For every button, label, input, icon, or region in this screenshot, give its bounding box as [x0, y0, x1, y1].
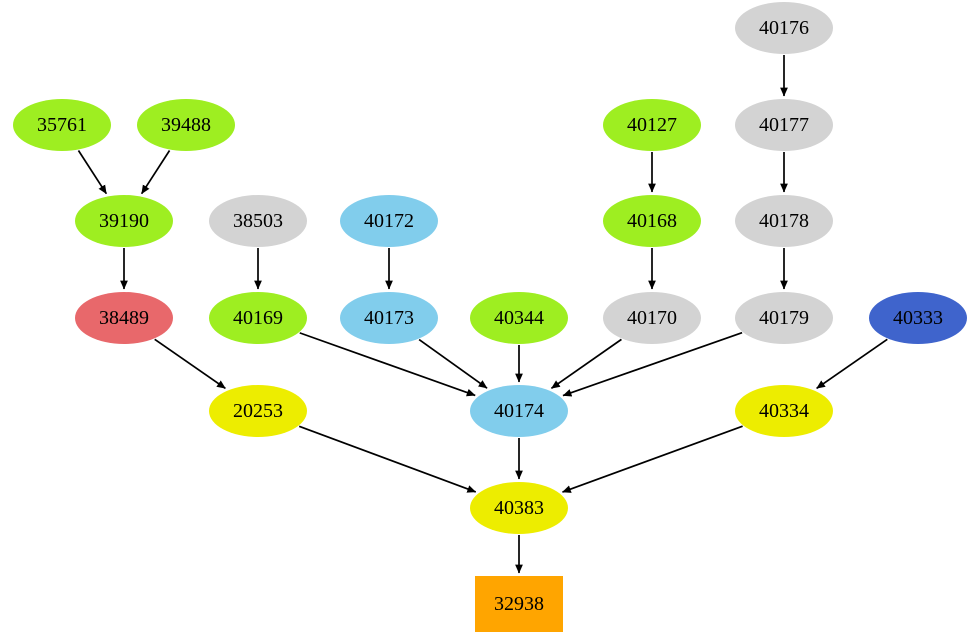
graph-edge [562, 331, 743, 397]
graph-node-40177[interactable]: 40177 [735, 99, 833, 151]
graph-node-label: 40344 [494, 307, 544, 329]
graph-node-32938[interactable]: 32938 [475, 576, 563, 632]
graph-edge [562, 425, 743, 493]
graph-node-label: 39190 [99, 210, 149, 232]
graph-node-38489[interactable]: 38489 [75, 292, 173, 344]
graph-node-label: 40177 [759, 114, 809, 136]
graph-edge [550, 338, 622, 390]
graph-edge [77, 150, 108, 195]
graph-node-label: 40178 [759, 210, 809, 232]
graph-node-label: 40179 [759, 307, 809, 329]
graph-node-label: 20253 [233, 400, 283, 422]
graph-node-label: 40174 [494, 400, 544, 422]
graph-node-40168[interactable]: 40168 [603, 195, 701, 247]
graph-node-40179[interactable]: 40179 [735, 292, 833, 344]
graph-node-label: 40383 [494, 497, 544, 519]
graph-node-20253[interactable]: 20253 [209, 385, 307, 437]
graph-node-label: 32938 [494, 593, 544, 615]
graph-node-label: 40168 [627, 210, 677, 232]
graph-node-38503[interactable]: 38503 [209, 195, 307, 247]
graph-node-40383[interactable]: 40383 [470, 482, 568, 534]
graph-node-40173[interactable]: 40173 [340, 292, 438, 344]
graph-node-label: 35761 [37, 114, 87, 136]
graph-node-label: 40173 [364, 307, 414, 329]
graph-edge [299, 332, 476, 397]
graph-node-40178[interactable]: 40178 [735, 195, 833, 247]
graph-node-40172[interactable]: 40172 [340, 195, 438, 247]
graph-node-40333[interactable]: 40333 [869, 292, 967, 344]
graph-edge [140, 150, 171, 195]
graph-node-label: 40334 [759, 400, 809, 422]
graph-node-label: 40127 [627, 114, 677, 136]
graph-node-label: 40176 [759, 17, 809, 39]
graph-node-39190[interactable]: 39190 [75, 195, 173, 247]
graph-node-40176[interactable]: 40176 [735, 2, 833, 54]
graph-node-label: 40170 [627, 307, 677, 329]
graph-node-40170[interactable]: 40170 [603, 292, 701, 344]
graph-node-label: 39488 [161, 114, 211, 136]
graph-node-40127[interactable]: 40127 [603, 99, 701, 151]
graph-edge [418, 338, 488, 389]
graph-node-39488[interactable]: 39488 [137, 99, 235, 151]
graph-node-label: 38489 [99, 307, 149, 329]
graph-node-label: 40169 [233, 307, 283, 329]
graph-node-label: 40333 [893, 307, 943, 329]
graph-node-40169[interactable]: 40169 [209, 292, 307, 344]
graph-node-label: 38503 [233, 210, 283, 232]
graph-node-40344[interactable]: 40344 [470, 292, 568, 344]
graph-node-label: 40172 [364, 210, 414, 232]
graph-edge [154, 338, 226, 390]
graph-edge [298, 425, 477, 493]
graph-node-35761[interactable]: 35761 [13, 99, 111, 151]
graph-edge [816, 338, 888, 390]
graph-node-40334[interactable]: 40334 [735, 385, 833, 437]
graph-node-40174[interactable]: 40174 [470, 385, 568, 437]
